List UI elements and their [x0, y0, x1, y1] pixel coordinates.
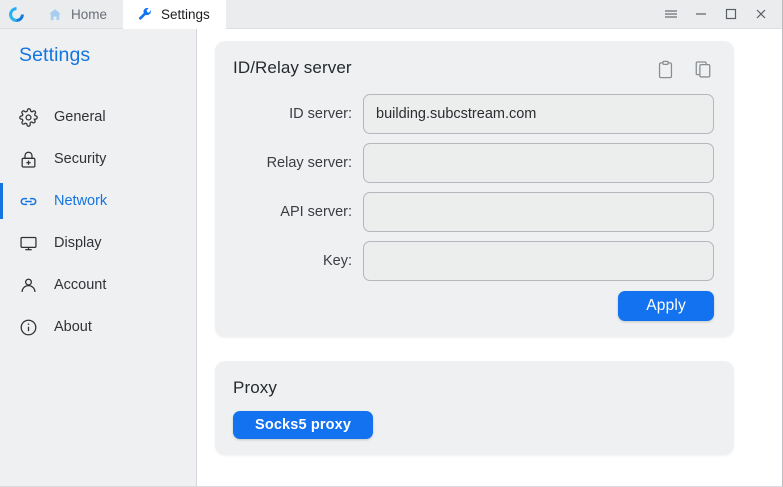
id-relay-server-title: ID/Relay server — [233, 58, 352, 77]
server-form: ID server: Relay server: API server: Key… — [233, 94, 714, 321]
proxy-body: Socks5 proxy — [233, 411, 714, 439]
sidebar-item-account[interactable]: Account — [0, 264, 196, 306]
id-relay-server-card: ID/Relay server — [215, 41, 734, 337]
minimize-button[interactable] — [686, 0, 716, 29]
wrench-icon — [139, 7, 151, 20]
apply-button[interactable]: Apply — [618, 291, 714, 321]
field-label: Key: — [322, 253, 352, 269]
maximize-icon — [725, 8, 737, 20]
socks5-proxy-button[interactable]: Socks5 proxy — [233, 411, 374, 439]
sidebar-item-label: Security — [54, 151, 107, 167]
sidebar-item-label: General — [54, 109, 106, 125]
title-bar: Home Settings — [0, 0, 782, 30]
field-key: Key: — [233, 241, 714, 281]
tab-home[interactable]: Home — [33, 0, 123, 29]
sidebar: Settings General — [0, 29, 197, 486]
page-title: Settings — [19, 44, 91, 66]
id-server-input[interactable] — [363, 94, 714, 134]
field-label: API server: — [280, 204, 352, 220]
sidebar-item-about[interactable]: About — [0, 306, 196, 348]
maximize-button[interactable] — [716, 0, 746, 29]
api-server-input[interactable] — [363, 192, 714, 232]
copy-icon — [695, 60, 711, 78]
tab-settings-label: Settings — [161, 6, 210, 22]
body: Settings General — [0, 29, 782, 486]
sidebar-nav: General Security — [0, 96, 196, 348]
sidebar-item-label: Account — [54, 277, 107, 293]
hamburger-icon — [665, 10, 677, 18]
field-label: ID server: — [289, 106, 352, 122]
field-id-server: ID server: — [233, 94, 714, 134]
minimize-icon — [696, 13, 706, 15]
gear-icon — [19, 107, 38, 127]
close-button[interactable] — [746, 0, 776, 29]
monitor-icon — [19, 234, 38, 253]
home-icon — [49, 8, 61, 20]
card-header: ID/Relay server — [233, 57, 714, 80]
sidebar-item-label: Network — [54, 193, 108, 209]
field-label: Relay server: — [266, 155, 352, 171]
paste-button[interactable] — [654, 58, 676, 80]
copy-button[interactable] — [692, 58, 714, 80]
sidebar-item-label: Display — [54, 235, 102, 251]
proxy-card: Proxy Socks5 proxy — [215, 361, 734, 455]
titlebar-spacer — [226, 0, 656, 28]
proxy-title: Proxy — [233, 378, 277, 397]
tab-home-label: Home — [71, 6, 108, 22]
sidebar-item-network[interactable]: Network — [0, 180, 196, 222]
sidebar-item-label: About — [54, 319, 92, 335]
clipboard-icon — [658, 60, 672, 78]
relay-server-input[interactable] — [363, 143, 714, 183]
person-icon — [19, 276, 38, 295]
window-controls — [656, 0, 782, 28]
lock-icon — [19, 150, 38, 169]
app-logo — [0, 0, 33, 28]
field-api-server: API server: — [233, 192, 714, 232]
menu-button[interactable] — [656, 0, 686, 29]
sidebar-item-security[interactable]: Security — [0, 138, 196, 180]
link-icon — [19, 192, 38, 211]
app-logo-icon — [9, 6, 24, 22]
sidebar-item-display[interactable]: Display — [0, 222, 196, 264]
info-icon — [19, 318, 38, 337]
close-icon — [756, 9, 766, 19]
content-area: ID/Relay server — [197, 29, 782, 486]
form-footer: Apply — [233, 291, 714, 321]
sidebar-item-general[interactable]: General — [0, 96, 196, 138]
card-actions — [654, 57, 714, 80]
field-relay-server: Relay server: — [233, 143, 714, 183]
key-input[interactable] — [363, 241, 714, 281]
tab-settings[interactable]: Settings — [123, 0, 226, 30]
